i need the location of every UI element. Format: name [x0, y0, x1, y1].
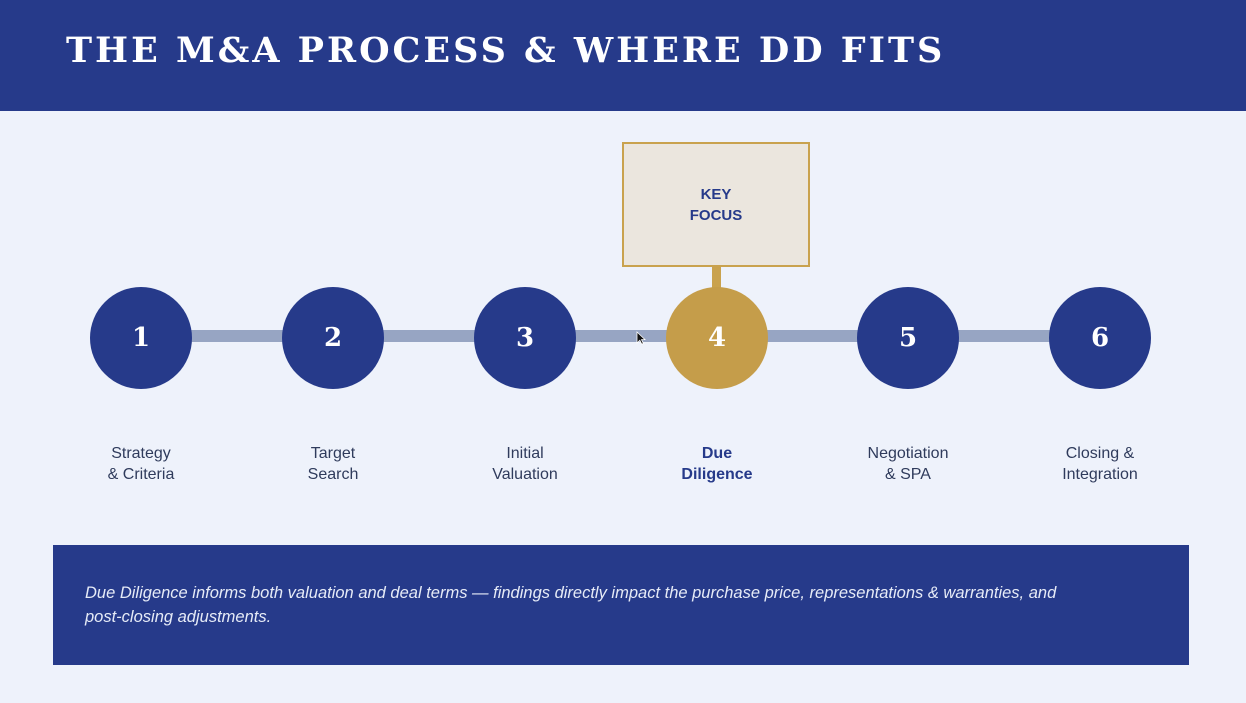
step-5-circle: 5: [857, 287, 959, 389]
summary-note-box: Due Diligence informs both valuation and…: [53, 545, 1189, 665]
title-bar: THE M&A PROCESS & WHERE DD FITS: [0, 0, 1246, 111]
key-focus-callout: KEY FOCUS: [622, 142, 810, 267]
step-5-label-line1: Negotiation: [867, 445, 949, 462]
step-6-label-line1: Closing &: [1065, 445, 1135, 462]
step-6-label: Closing & Integration: [1015, 443, 1185, 485]
summary-note-line1: Due Diligence informs both valuation and…: [85, 584, 1057, 602]
slide-title: THE M&A PROCESS & WHERE DD FITS: [66, 30, 946, 71]
step-4-label: Due Diligence: [632, 443, 802, 485]
step-4-label-line2: Diligence: [681, 466, 753, 483]
step-1-circle: 1: [90, 287, 192, 389]
step-6-label-line2: Integration: [1062, 466, 1138, 483]
step-2-circle: 2: [282, 287, 384, 389]
step-2-label-line2: Search: [307, 466, 359, 483]
step-2-label: Target Search: [248, 443, 418, 485]
key-focus-line1: KEY: [700, 185, 732, 203]
step-3-label-line1: Initial: [506, 445, 544, 462]
step-5-label-line2: & SPA: [885, 466, 931, 483]
step-1-label-line2: & Criteria: [107, 466, 175, 483]
summary-note-line2: post-closing adjustments.: [85, 608, 272, 626]
step-6-circle: 6: [1049, 287, 1151, 389]
step-2-label-line1: Target: [310, 445, 356, 462]
key-focus-line2: FOCUS: [689, 206, 743, 224]
mouse-pointer-icon: [636, 331, 646, 345]
step-3-circle: 3: [474, 287, 576, 389]
step-3-label: Initial Valuation: [440, 443, 610, 485]
step-5-label: Negotiation & SPA: [823, 443, 993, 485]
key-focus-connector: [712, 267, 721, 291]
step-4-label-line1: Due: [701, 445, 733, 462]
step-3-label-line2: Valuation: [492, 466, 558, 483]
step-1-label-line1: Strategy: [111, 445, 171, 462]
step-4-circle-highlighted: 4: [666, 287, 768, 389]
step-1-label: Strategy & Criteria: [56, 443, 226, 485]
